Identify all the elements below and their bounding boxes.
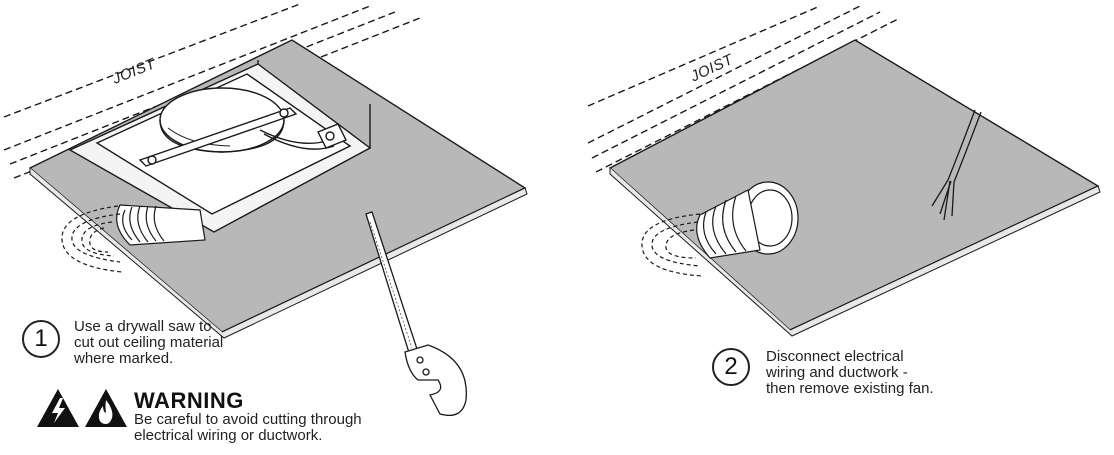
panel-2-illustration [587,5,1101,337]
step-text-2-line: wiring and ductwork - [766,364,908,381]
fire-hazard-icon [84,388,128,433]
flex-duct-dashes-2 [641,213,703,277]
warning-title: WARNING [134,388,244,413]
step-text-2-line: Disconnect electrical [766,348,904,365]
step-text-1: Use a drywall saw to cut out ceiling mat… [74,319,223,367]
ceiling-panel-2 [608,39,1100,331]
duct-1 [116,204,206,246]
step-text-2-line: then remove existing fan. [766,380,934,397]
step-text-1-line: cut out ceiling material [74,334,224,351]
electrical-hazard-icon [36,388,80,433]
step-text-1-line: where marked. [74,350,174,367]
step-text-2: Disconnect electrical wiring and ductwor… [766,349,934,397]
joist-lines-2 [587,5,901,173]
warning-text: Be careful to avoid cutting through elec… [134,412,362,444]
warning-text-line: electrical wiring or ductwork. [134,427,323,444]
step-number-2: 2 [712,348,750,386]
electrical-wires [931,109,982,221]
step-text-1-line: Use a drywall saw to [74,318,212,335]
drywall-saw [365,211,467,417]
fan-housing [68,60,372,233]
warning-text-line: Be careful to avoid cutting through [134,411,362,428]
flex-duct-dashes-1 [61,205,123,273]
panel-1-illustration [3,3,528,417]
step-number-1: 1 [22,320,60,358]
duct-2 [696,181,799,259]
